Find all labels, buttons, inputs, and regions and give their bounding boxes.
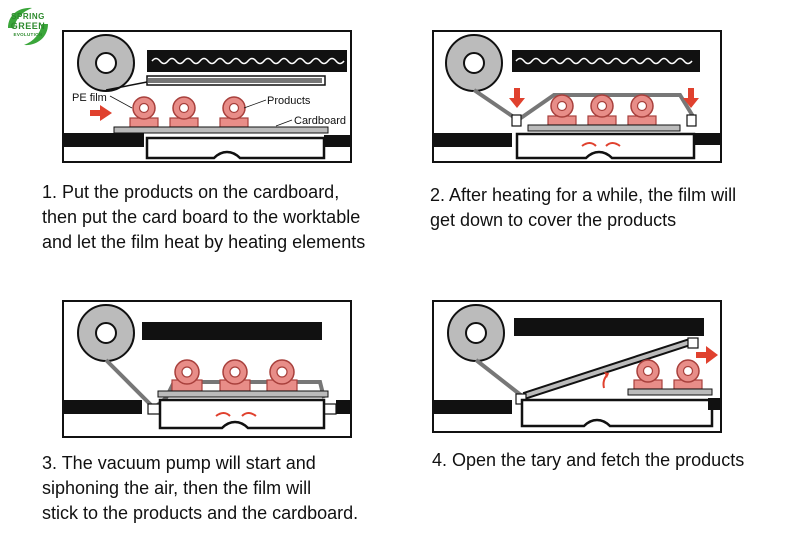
logo-line-3: EVOLUTION bbox=[13, 32, 43, 37]
caption-line: get down to cover the products bbox=[430, 210, 677, 230]
caption-line: siphoning the air, then the film will bbox=[42, 478, 312, 498]
product-item bbox=[169, 96, 199, 128]
step3-diagram bbox=[62, 300, 352, 438]
caption-line: 1. Put the products on the cardboard, bbox=[42, 182, 340, 202]
step4-caption: 4. Open the tary and fetch the products bbox=[432, 448, 800, 473]
pe-film-strip bbox=[474, 358, 524, 398]
table-right-block bbox=[694, 133, 720, 145]
film-clamp-right bbox=[687, 337, 699, 349]
product-item bbox=[171, 359, 203, 392]
step1-caption: 1. Put the products on the cardboard, th… bbox=[42, 180, 422, 255]
spring-green-logo: SPRING GREEN EVOLUTION bbox=[2, 4, 54, 50]
products-label: Products bbox=[267, 95, 311, 107]
table-left-block bbox=[434, 400, 512, 414]
caption-line: then put the card board to the worktable bbox=[42, 207, 361, 227]
film-clamp-right bbox=[686, 114, 697, 127]
caption-line: 4. Open the tary and fetch the products bbox=[432, 450, 745, 470]
table-left-block bbox=[64, 133, 144, 147]
caption-line: 2. After heating for a while, the film w… bbox=[430, 185, 737, 205]
step3-caption: 3. The vacuum pump will start and siphon… bbox=[42, 451, 422, 526]
caption-line: and let the film heat by heating element… bbox=[42, 232, 366, 252]
product-item bbox=[673, 359, 703, 390]
step1-diagram: PE film Products Cardboard bbox=[62, 30, 352, 163]
cardboard-label: Cardboard bbox=[294, 115, 346, 127]
pe-film-sheet bbox=[472, 88, 696, 123]
film-clamp-right bbox=[323, 403, 337, 415]
cardboard-sheet bbox=[113, 126, 329, 134]
table-right-block bbox=[336, 400, 350, 414]
table-left-block bbox=[434, 133, 512, 147]
down-arrow-icon bbox=[509, 88, 525, 108]
heating-element bbox=[512, 50, 700, 72]
table-right-block bbox=[708, 398, 720, 410]
product-item bbox=[219, 96, 249, 128]
worktable bbox=[515, 132, 696, 160]
pull-out-arrow-icon bbox=[696, 346, 718, 364]
logo-leaf-icon bbox=[8, 7, 48, 46]
film-roll-icon bbox=[447, 304, 505, 362]
down-arrow-icon bbox=[683, 88, 699, 108]
heating-element bbox=[147, 50, 347, 72]
air-flow-arrows bbox=[215, 412, 257, 417]
caption-line: 3. The vacuum pump will start and bbox=[42, 453, 316, 473]
film-clamp-left bbox=[511, 114, 522, 127]
table-left-block bbox=[64, 400, 142, 414]
worktable bbox=[158, 398, 326, 430]
cardboard-sheet bbox=[157, 390, 329, 398]
step4-diagram bbox=[432, 300, 722, 433]
cardboard-sheet bbox=[527, 124, 681, 132]
cardboard-sheet bbox=[627, 388, 713, 396]
product-item bbox=[129, 96, 159, 128]
step2-caption: 2. After heating for a while, the film w… bbox=[430, 183, 800, 233]
product-item bbox=[633, 359, 663, 390]
pe-film-sheet bbox=[148, 78, 322, 83]
worktable bbox=[145, 136, 326, 160]
open-film-frame bbox=[522, 338, 692, 400]
film-clamp-left bbox=[147, 403, 161, 415]
logo-line-1: SPRING bbox=[11, 12, 45, 21]
film-strip-line bbox=[105, 81, 148, 91]
worktable bbox=[520, 398, 714, 428]
pe-film-label: PE film bbox=[72, 92, 107, 104]
product-item bbox=[266, 359, 298, 392]
heating-element bbox=[142, 322, 322, 340]
push-arrow-icon bbox=[90, 105, 112, 121]
step2-diagram bbox=[432, 30, 722, 163]
air-flow-arrows bbox=[581, 142, 621, 147]
product-item bbox=[627, 94, 657, 126]
film-roll-icon bbox=[77, 304, 135, 362]
table-right-block bbox=[324, 135, 350, 147]
logo-line-2: GREEN bbox=[10, 21, 46, 31]
product-item bbox=[587, 94, 617, 126]
product-item bbox=[219, 359, 251, 392]
heating-element bbox=[514, 318, 704, 336]
pe-film-sheet bbox=[104, 358, 326, 411]
film-roll-icon bbox=[77, 34, 135, 92]
film-roll-icon bbox=[445, 34, 503, 92]
caption-line: stick to the products and the cardboard. bbox=[42, 503, 359, 523]
